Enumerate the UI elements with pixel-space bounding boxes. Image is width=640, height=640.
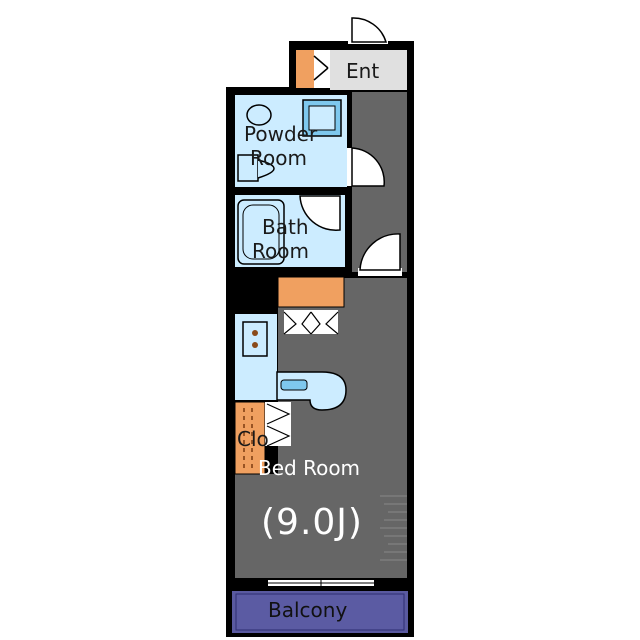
powder-room-label-line1: Powder	[244, 122, 318, 146]
burner-bottom	[252, 342, 258, 348]
stove	[242, 321, 268, 357]
storage-door-leaves	[283, 311, 339, 335]
entrance-label: Ent	[346, 59, 380, 83]
entrance-door-leaf	[313, 55, 329, 81]
bath-room-label-line1: Bath	[262, 215, 309, 239]
window-marks	[380, 495, 407, 561]
shoe-cabinet	[296, 50, 314, 88]
closet-door-leaves	[266, 403, 291, 447]
balcony-label: Balcony	[268, 598, 348, 622]
powder-door-arc	[351, 147, 385, 187]
bath-room-label-line2: Room	[252, 239, 309, 263]
bed-door-gap	[358, 268, 402, 276]
kitchen-sink	[280, 379, 308, 391]
toilet-bowl	[257, 159, 275, 179]
balcony-inner	[235, 593, 405, 631]
entrance-door-arc	[351, 17, 388, 43]
toilet-tank	[246, 104, 272, 126]
bathtub-inner	[242, 204, 280, 260]
window-sash-lines	[268, 580, 374, 586]
burner-top	[252, 330, 258, 336]
washbasin-bowl	[308, 105, 336, 131]
bed-door-arc	[359, 233, 401, 271]
closet-rod	[243, 408, 253, 470]
powder-door-gap	[347, 148, 353, 186]
entrance-floor	[330, 50, 407, 90]
bed-room-label: Bed Room	[258, 456, 361, 480]
powder-room-label-line2: Room	[250, 146, 307, 170]
bath-door-arc	[299, 195, 341, 231]
bed-room-floor-left	[235, 474, 283, 578]
closet-label: Clo	[237, 427, 269, 451]
storage-doors	[284, 310, 338, 334]
storage-cabinet	[277, 276, 345, 308]
bed-room-size-label: (9.0J)	[261, 502, 363, 543]
